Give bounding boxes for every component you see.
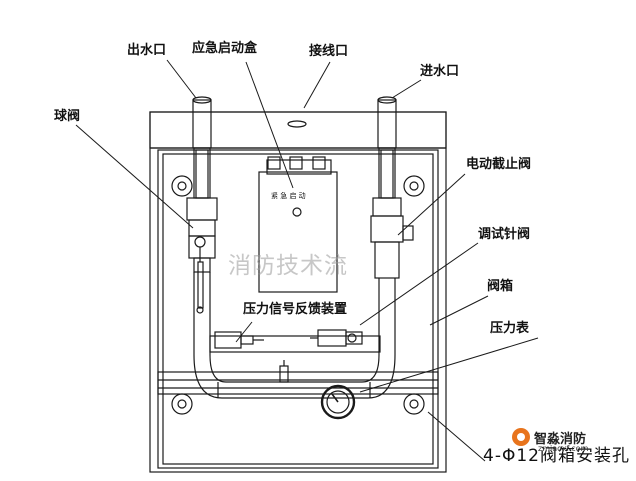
brand-name: 智淼消防	[534, 432, 587, 447]
valve-box-top-band	[149, 111, 447, 149]
label-emergency-start-box: 应急启动盒	[192, 41, 258, 56]
label-valve-box: 阀箱	[487, 279, 514, 294]
bottom-rail	[157, 371, 439, 395]
label-test-needle-valve: 调试针阀	[478, 227, 531, 242]
water-inlet-pipe	[377, 99, 397, 149]
label-wiring-port: 接线口	[309, 44, 349, 59]
wiring-port	[287, 120, 307, 128]
label-water-outlet: 出水口	[127, 43, 167, 58]
emergency-start-box	[258, 171, 338, 293]
watermark: 消防技术流	[228, 253, 348, 279]
mount-hole-top-right	[403, 175, 425, 197]
emergency-box-panel-text: 紧 急 启 动	[271, 192, 306, 200]
label-mounting-holes: 4-Φ12阀箱安装孔	[483, 446, 630, 466]
electric-stop-valve-body	[372, 197, 402, 217]
test-needle-valve	[317, 329, 347, 347]
pressure-gauge	[320, 384, 356, 420]
label-pressure-feedback-device: 压力信号反馈装置	[243, 302, 348, 317]
label-pressure-gauge: 压力表	[490, 321, 530, 336]
water-outlet-pipe	[192, 99, 212, 149]
mount-hole-bottom-left	[171, 393, 193, 415]
mount-hole-bottom-right	[403, 393, 425, 415]
label-electric-stop-valve: 电动截止阀	[466, 157, 532, 172]
horizontal-connector	[209, 335, 381, 353]
brand-url: zmiaoxf.com	[538, 444, 589, 453]
label-water-inlet: 进水口	[420, 64, 460, 79]
ball-valve-body	[186, 197, 218, 221]
bottom-u-pipe	[193, 354, 396, 399]
mount-hole-top-left	[171, 175, 193, 197]
label-ball-valve: 球阀	[54, 109, 81, 124]
valve-box-inner-frame	[157, 149, 439, 469]
